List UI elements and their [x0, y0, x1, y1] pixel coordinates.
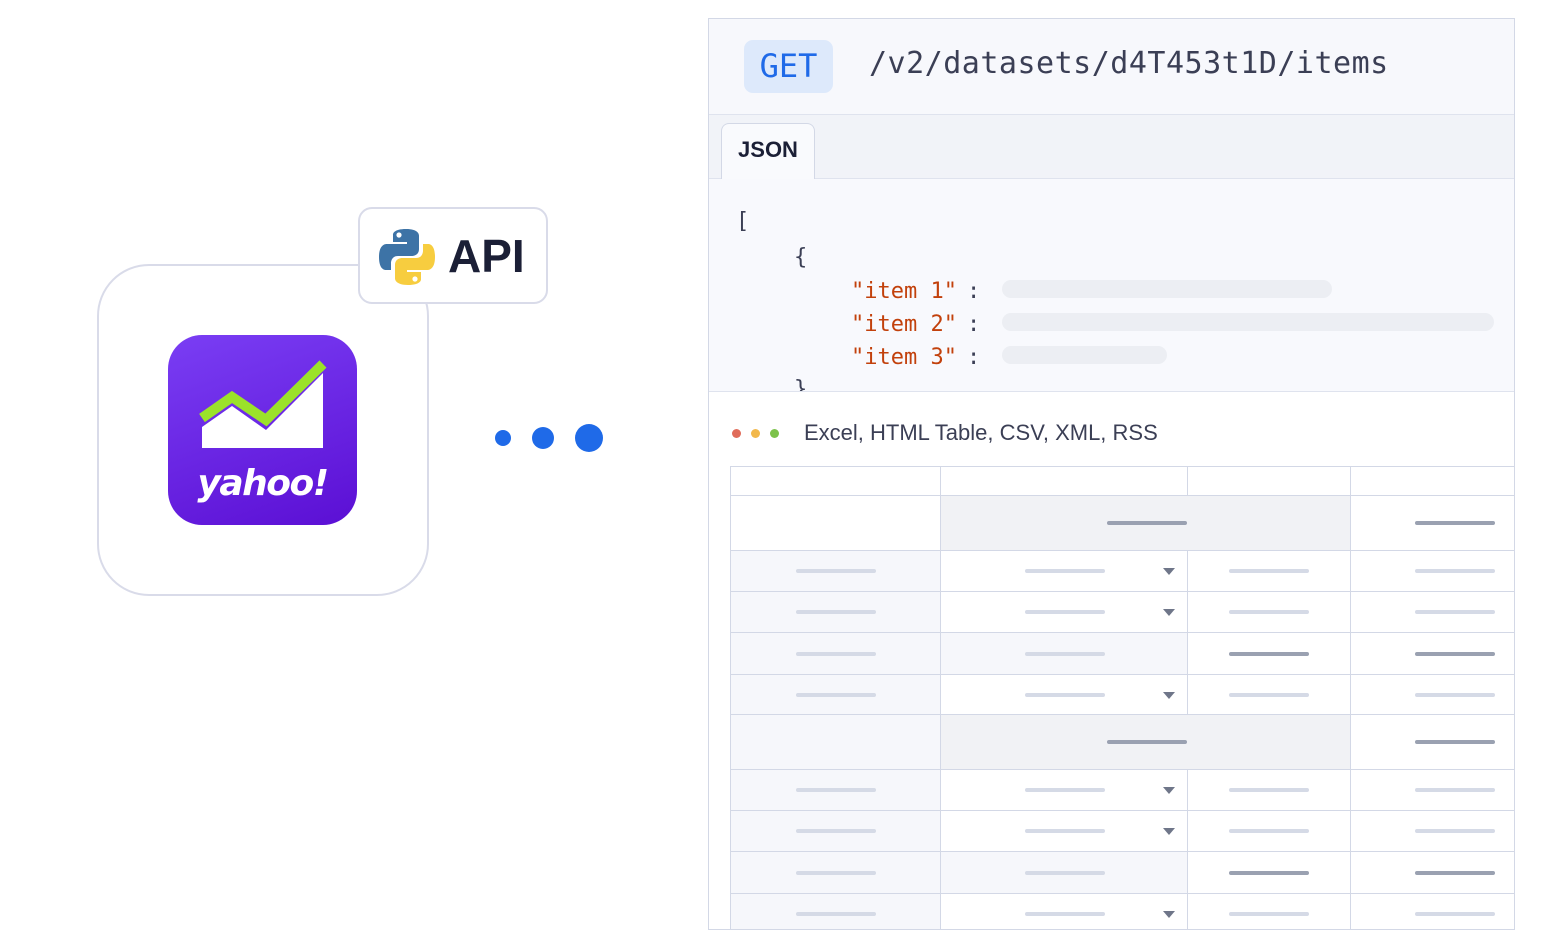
json-open-bracket: [: [736, 209, 750, 234]
table-cell[interactable]: [939, 810, 1189, 852]
json-key: "item 1": [851, 279, 957, 304]
table-cell[interactable]: [1187, 632, 1352, 675]
table-cell[interactable]: [730, 769, 941, 811]
api-panel: GET /v2/datasets/d4T453t1D/items JSON [ …: [708, 18, 1515, 930]
table-cell[interactable]: [1187, 674, 1352, 715]
table-cell[interactable]: [939, 851, 1189, 894]
window-dot-green-icon: [770, 429, 779, 438]
table-cell[interactable]: [939, 632, 1189, 675]
tab-strip: JSON: [709, 115, 1514, 179]
table-row: [730, 495, 1514, 551]
table-cell[interactable]: [1350, 714, 1514, 770]
export-formats: Excel, HTML Table, CSV, XML, RSS: [709, 392, 1514, 467]
chevron-down-icon[interactable]: [1163, 691, 1176, 699]
table-cell[interactable]: [1187, 810, 1352, 852]
api-label: API: [448, 230, 525, 282]
table-cell[interactable]: [939, 591, 1189, 633]
data-table: [730, 466, 1514, 929]
tab-json[interactable]: JSON: [721, 123, 815, 179]
table-cell[interactable]: [730, 674, 941, 715]
table-cell[interactable]: [1350, 674, 1514, 715]
table-cell[interactable]: [730, 550, 941, 592]
endpoint-path[interactable]: /v2/datasets/d4T453t1D/items: [869, 46, 1389, 81]
table-cell[interactable]: [1350, 851, 1514, 894]
table-cell[interactable]: [1350, 632, 1514, 675]
table-cell[interactable]: [1187, 769, 1352, 811]
table-cell[interactable]: [939, 495, 1352, 551]
json-colon: :: [967, 345, 981, 370]
table-row: [730, 714, 1514, 770]
table-cell[interactable]: [1350, 810, 1514, 852]
table-cell[interactable]: [1350, 495, 1514, 551]
table-cell[interactable]: [1350, 466, 1514, 496]
table-cell[interactable]: [939, 550, 1189, 592]
formats-label: Excel, HTML Table, CSV, XML, RSS: [804, 420, 1158, 445]
table-cell[interactable]: [730, 893, 941, 929]
window-dot-red-icon: [732, 429, 741, 438]
table-cell[interactable]: [1187, 591, 1352, 633]
chart-trend-icon: [199, 360, 327, 448]
chevron-down-icon[interactable]: [1163, 911, 1176, 918]
json-key: "item 3": [851, 345, 957, 370]
table-cell[interactable]: [939, 893, 1189, 929]
yahoo-finance-logo: yahoo!: [168, 335, 357, 525]
table-cell[interactable]: [730, 851, 941, 894]
table-cell[interactable]: [1350, 769, 1514, 811]
table-row: [730, 632, 1514, 675]
table-cell[interactable]: [1187, 893, 1352, 929]
json-open-brace: {: [794, 245, 808, 270]
value-placeholder: [1002, 313, 1494, 331]
table-cell[interactable]: [1350, 893, 1514, 929]
table-cell[interactable]: [1187, 851, 1352, 894]
table-cell[interactable]: [730, 495, 941, 551]
table-cell[interactable]: [939, 466, 1189, 496]
table-cell[interactable]: [1350, 591, 1514, 633]
chevron-down-icon[interactable]: [1163, 609, 1176, 616]
json-key: "item 2": [851, 312, 957, 337]
json-colon: :: [967, 312, 981, 337]
python-logo-icon: [378, 227, 436, 292]
window-dot-yellow-icon: [751, 429, 760, 438]
table-cell[interactable]: [1187, 550, 1352, 592]
table-cell[interactable]: [730, 591, 941, 633]
json-close-brace: }: [794, 377, 808, 392]
chevron-down-icon[interactable]: [1163, 568, 1176, 575]
table-cell[interactable]: [730, 466, 941, 496]
app-name: yahoo!: [197, 463, 329, 504]
value-placeholder: [1002, 280, 1332, 298]
table-cell[interactable]: [730, 810, 941, 852]
chevron-down-icon[interactable]: [1163, 787, 1176, 794]
table-row: [730, 674, 1514, 715]
http-method-badge[interactable]: GET: [744, 40, 833, 93]
table-cell[interactable]: [730, 714, 941, 770]
table-row: [730, 810, 1514, 852]
json-preview: [ { "item 1" : "item 2" : "item 3" : }: [709, 179, 1514, 392]
table-row: [730, 550, 1514, 592]
table-row: [730, 893, 1514, 929]
table-row: [730, 851, 1514, 894]
table-row: [730, 769, 1514, 811]
table-cell[interactable]: [939, 769, 1189, 811]
table-cell[interactable]: [1187, 466, 1352, 496]
api-badge: API: [358, 207, 548, 304]
table-cell[interactable]: [939, 674, 1189, 715]
table-row: [730, 466, 1514, 496]
chevron-down-icon[interactable]: [1163, 828, 1176, 835]
json-colon: :: [967, 279, 981, 304]
table-cell[interactable]: [1350, 550, 1514, 592]
table-row: [730, 591, 1514, 633]
request-bar: GET /v2/datasets/d4T453t1D/items: [709, 19, 1514, 115]
table-cell[interactable]: [730, 632, 941, 675]
table-cell[interactable]: [939, 714, 1352, 770]
value-placeholder: [1002, 346, 1167, 364]
